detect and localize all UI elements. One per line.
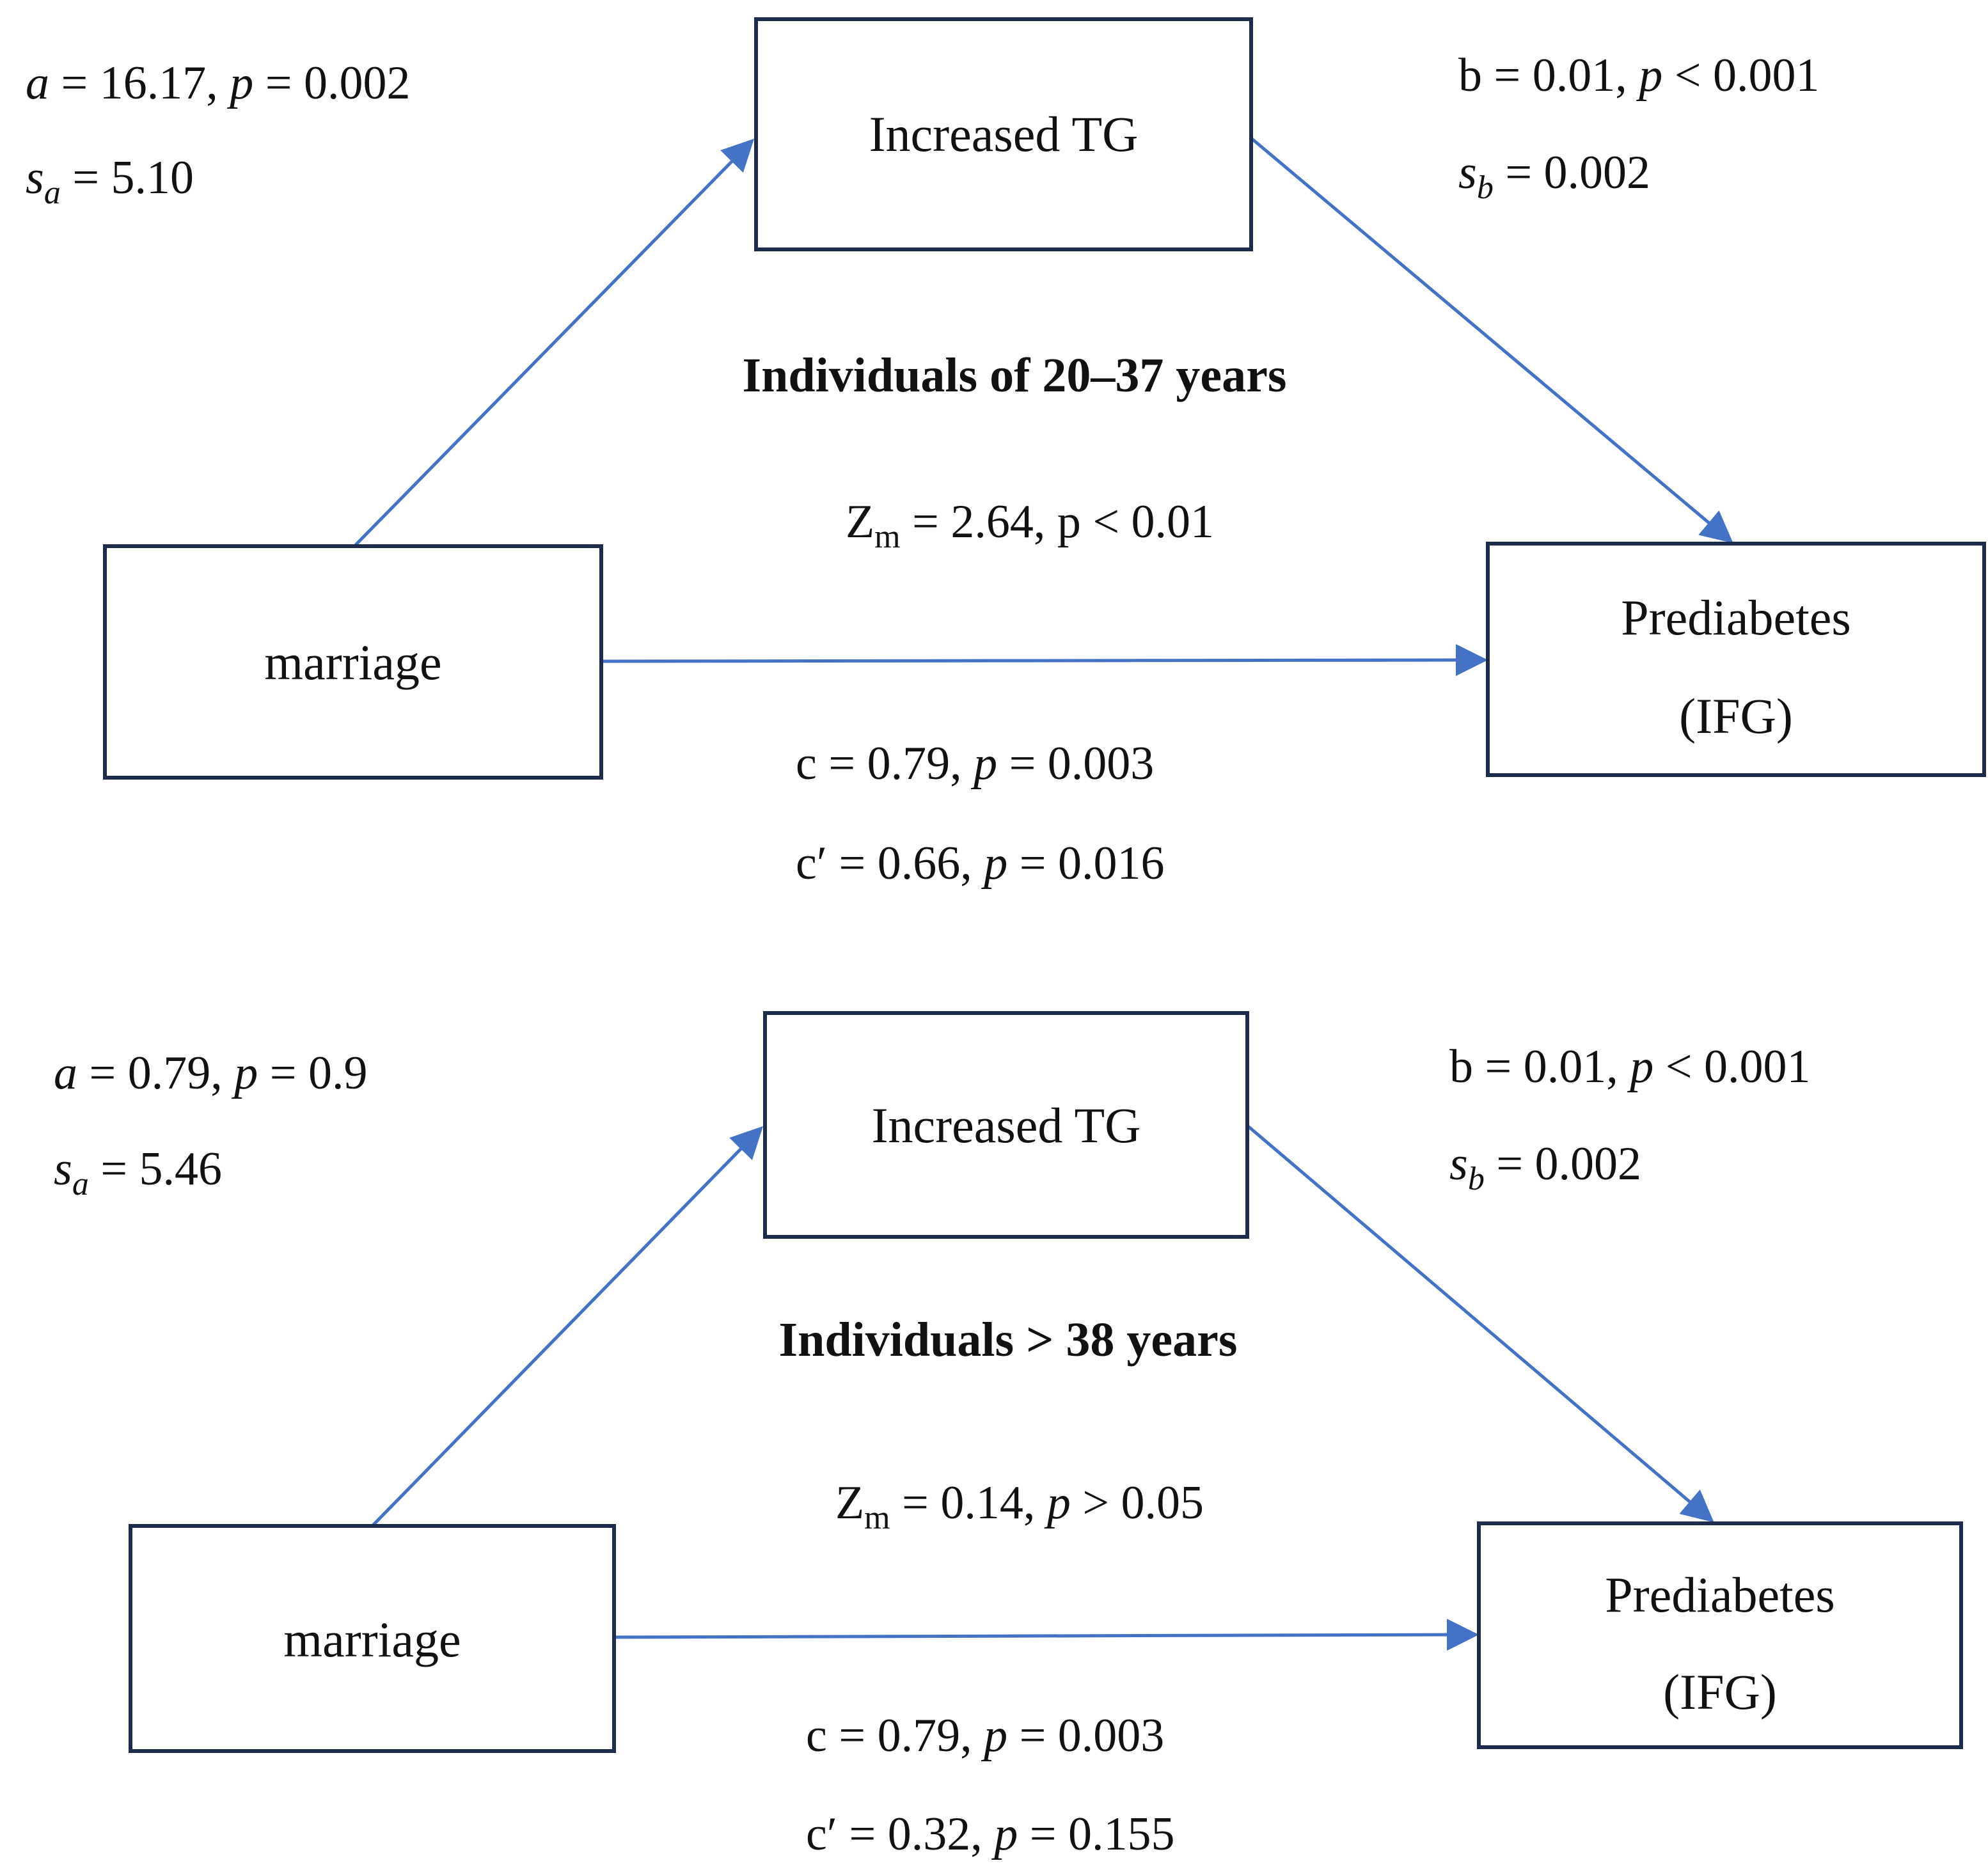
stat-text: b = 0.01, [1458, 49, 1639, 102]
stat-text: a [26, 57, 49, 109]
stat-text: c′ = 0.32, [806, 1808, 994, 1860]
outcome-box [1477, 1521, 1963, 1749]
subscript-text: b [1477, 169, 1494, 206]
a-path-stats: a = 0.79, p = 0.9 [54, 1047, 367, 1099]
stat-text: a [54, 1047, 77, 1099]
stat-text: c′ = 0.66, [796, 837, 984, 890]
arrow-b-path [1246, 1124, 1714, 1523]
stat-text: = 0.14, [890, 1477, 1047, 1529]
arrow-a-path [353, 138, 755, 547]
diagram-title: Individuals of 20–37 years [743, 349, 1287, 402]
stat-text: p [1636, 49, 1662, 102]
stat-text: p [981, 837, 1007, 890]
mediator-label: Increased TG [872, 1097, 1141, 1153]
subscript-text: b [1468, 1161, 1485, 1197]
stat-text: = 0.002 [1485, 1138, 1641, 1190]
arrow-b-path [1250, 137, 1733, 544]
a-path-se: sa = 5.46 [54, 1143, 222, 1202]
stat-text: s [26, 152, 44, 204]
stat-text: p [970, 737, 997, 790]
outcome-label-line1: Prediabetes [1621, 590, 1851, 645]
outcome-label-line2: (IFG) [1663, 1664, 1777, 1720]
arrow-c-path [613, 1619, 1479, 1651]
stat-text: p [991, 1808, 1018, 1860]
stat-text: p [231, 1047, 258, 1099]
stat-text: = 5.10 [61, 152, 194, 204]
total-effect-stats: c = 0.79, p = 0.003 [806, 1709, 1164, 1762]
direct-effect-stats: c′ = 0.32, p = 0.155 [806, 1808, 1175, 1860]
stat-text: s [54, 1143, 72, 1195]
stat-text: < 0.001 [1662, 49, 1819, 102]
stat-text: s [1458, 146, 1477, 199]
subscript-text: m [864, 1500, 890, 1536]
stat-text: = 0.003 [997, 737, 1154, 790]
stat-text: Z [846, 496, 874, 548]
stat-text: = 0.155 [1018, 1808, 1174, 1860]
diagram-age-20-37: Increased TG marriage Prediabetes (IFG) … [26, 17, 1986, 890]
stat-text: Z [835, 1477, 864, 1529]
stat-text: = 2.64, p < 0.01 [901, 496, 1214, 548]
sobel-z-stats: Zm = 2.64, p < 0.01 [846, 496, 1214, 555]
stat-text: s [1449, 1138, 1468, 1190]
subscript-text: a [72, 1166, 89, 1202]
stat-text: p [1044, 1477, 1071, 1529]
stat-text: b = 0.01, [1449, 1041, 1630, 1093]
stat-text: = 0.79, [77, 1047, 234, 1099]
mediator-label: Increased TG [869, 106, 1139, 162]
stat-text: = 0.002 [253, 57, 410, 109]
subscript-text: m [874, 519, 900, 555]
sobel-z-stats: Zm = 0.14, p > 0.05 [835, 1477, 1204, 1536]
predictor-box [129, 1524, 616, 1753]
stat-text: p [981, 1709, 1007, 1762]
arrow-c-path [601, 644, 1488, 677]
diagram-age-over-38: Increased TG marriage Prediabetes (IFG) … [54, 1011, 1963, 1860]
a-path-se: sa = 5.10 [26, 152, 194, 211]
stat-text: > 0.05 [1071, 1477, 1204, 1529]
stat-text: = 0.016 [1007, 837, 1164, 890]
stat-text: c = 0.79, [806, 1709, 984, 1762]
stat-text: < 0.001 [1653, 1041, 1810, 1093]
outcome-box [1486, 542, 1986, 777]
stat-text: = 5.46 [89, 1143, 222, 1195]
stat-text: = 16.17, [49, 57, 230, 109]
stat-text: = 0.002 [1494, 146, 1650, 199]
a-path-stats: a = 16.17, p = 0.002 [26, 57, 410, 109]
outcome-label-line2: (IFG) [1679, 688, 1793, 744]
b-path-se: sb = 0.002 [1449, 1138, 1641, 1197]
diagram-title: Individuals > 38 years [779, 1313, 1238, 1367]
direct-effect-stats: c′ = 0.66, p = 0.016 [796, 837, 1165, 890]
predictor-label: marriage [283, 1612, 461, 1667]
mediator-box [763, 1011, 1249, 1239]
total-effect-stats: c = 0.79, p = 0.003 [796, 737, 1154, 790]
b-path-se: sb = 0.002 [1458, 146, 1650, 206]
stat-text: p [1627, 1041, 1653, 1093]
predictor-box [103, 544, 603, 780]
stat-text: c = 0.79, [796, 737, 974, 790]
b-path-stats: b = 0.01, p < 0.001 [1449, 1041, 1810, 1093]
subscript-text: a [44, 175, 61, 211]
stat-text: = 0.003 [1007, 1709, 1164, 1762]
stat-text: = 0.9 [258, 1047, 367, 1099]
predictor-label: marriage [264, 634, 441, 690]
arrow-a-path [371, 1126, 763, 1527]
b-path-stats: b = 0.01, p < 0.001 [1458, 49, 1819, 102]
mediator-box [754, 17, 1253, 251]
outcome-label-line1: Prediabetes [1605, 1567, 1835, 1622]
stat-text: p [226, 57, 253, 109]
